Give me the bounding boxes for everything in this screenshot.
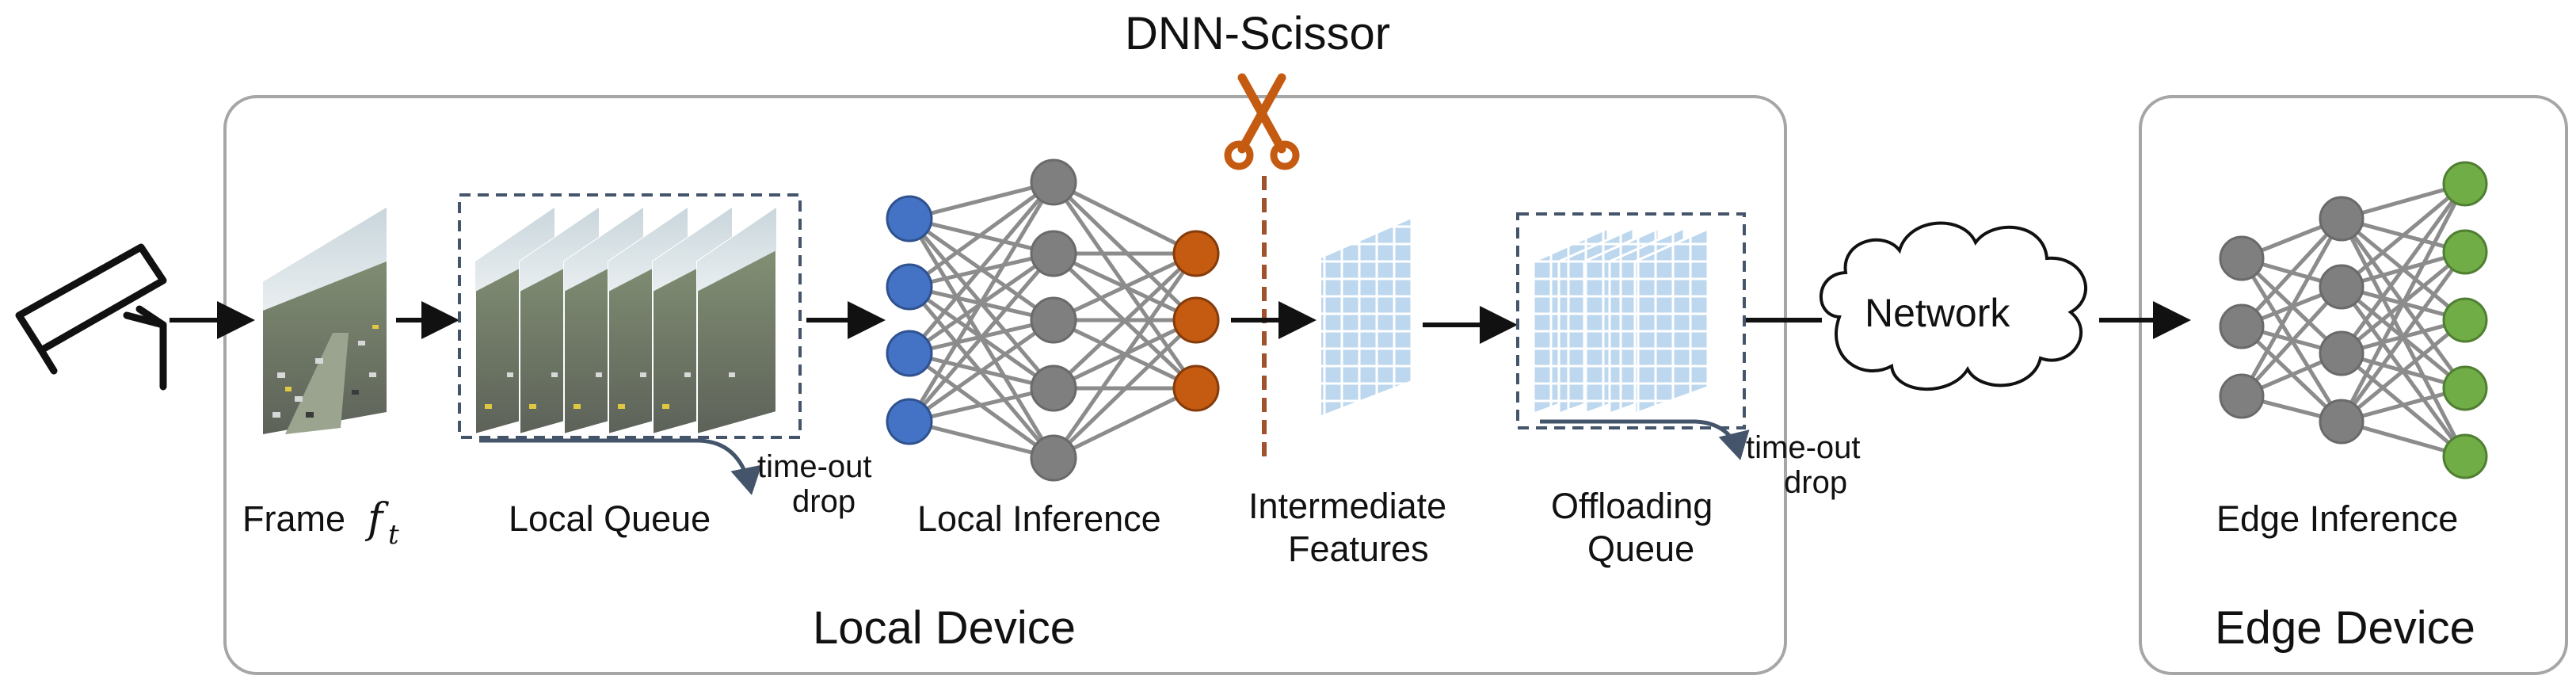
offloading-queue-timeout-line1: time-out [1746,430,1861,465]
nn-hidden-node [2319,264,2365,310]
camera-icon [15,243,167,391]
nn-connection [2340,319,2467,423]
edge-device-label: Edge Device [2215,602,2475,654]
nn-input-node [886,398,933,445]
nn-output-node [2442,297,2488,343]
nn-connection [2239,217,2344,398]
nn-output-node [2442,433,2488,479]
nn-connection [2339,182,2467,355]
nn-hidden-node [1030,364,1077,412]
network-label: Network [1865,291,2010,335]
local-inference-label: Local Inference [917,498,1161,539]
nn-connection [1052,319,1198,460]
nn-hidden-node [2319,196,2365,242]
nn-hidden-node [1030,158,1077,206]
nn-connection [2340,182,2467,288]
nn-connection [1052,252,1198,390]
intermediate-features-label-line2: Features [1288,529,1429,569]
nn-connection [908,252,1055,423]
scissors-icon [1224,73,1300,170]
offloading-queue-features [1532,226,1711,416]
offloading-queue-timeout-arrow [1540,419,1750,460]
nn-connection [1052,251,1198,323]
cloud-icon [1820,221,2087,391]
local-device-box [223,95,1787,675]
edge-inference-network [2219,161,2488,479]
nn-connection [1052,180,1198,256]
nn-output-node [2442,365,2488,411]
nn-hidden-node [2219,373,2265,419]
nn-connection [2240,285,2343,398]
edge-inference-label: Edge Inference [2216,498,2458,539]
offloading-queue-timeout-line2: drop [1784,465,1847,500]
local-inference-network [886,158,1220,482]
nn-connection [2240,217,2343,328]
nn-hidden-node [1030,230,1077,277]
nn-connection [2339,182,2467,423]
nn-hidden-node [2219,235,2265,281]
nn-connection [909,386,1054,424]
nn-output-node [1172,296,1220,344]
local-queue-timeout-arrow [479,438,762,495]
nn-connection [909,419,1054,460]
local-device-label: Local Device [813,602,1076,654]
nn-connection [1052,386,1198,460]
nn-connection [909,180,1054,221]
local-queue-frames [474,206,777,436]
local-queue-label: Local Queue [509,498,711,539]
offloading-queue-label-line1: Offloading [1551,486,1713,526]
offloading-queue-box [1516,212,1746,429]
frame-variable-subscript: t [388,519,399,551]
local-queue-box [458,193,802,439]
nn-connection [908,318,1055,424]
local-queue-timeout-line1: time-out [757,449,872,484]
nn-output-node [1172,230,1220,277]
nn-hidden-node [2219,303,2265,349]
nn-hidden-node [1030,434,1077,482]
nn-output-node [2442,229,2488,275]
offloading-queue-label-line2: Queue [1587,529,1694,569]
nn-connection [2339,250,2467,423]
nn-connection [908,181,1055,355]
nn-connection [1052,181,1198,322]
nn-output-node [2442,161,2488,207]
nn-connection [1051,252,1198,460]
frame-variable: f [364,495,389,543]
frame-label: Frame [242,498,345,539]
nn-hidden-node [1030,296,1077,344]
nn-connection [907,181,1056,423]
intermediate-features-label-line1: Intermediate [1248,486,1446,526]
diagram-title: DNN-Scissor [1125,8,1390,59]
edge-device-box [2139,95,2568,675]
nn-output-node [1172,364,1220,412]
intermediate-features-grid [1321,219,1412,415]
nn-input-node [886,330,933,377]
nn-hidden-node [2319,399,2365,445]
nn-input-node [886,263,933,311]
nn-input-node [886,195,933,242]
nn-hidden-node [2319,330,2365,376]
nn-connection [908,180,1055,289]
local-queue-timeout-line2: drop [792,484,855,519]
frame-image [263,208,387,434]
